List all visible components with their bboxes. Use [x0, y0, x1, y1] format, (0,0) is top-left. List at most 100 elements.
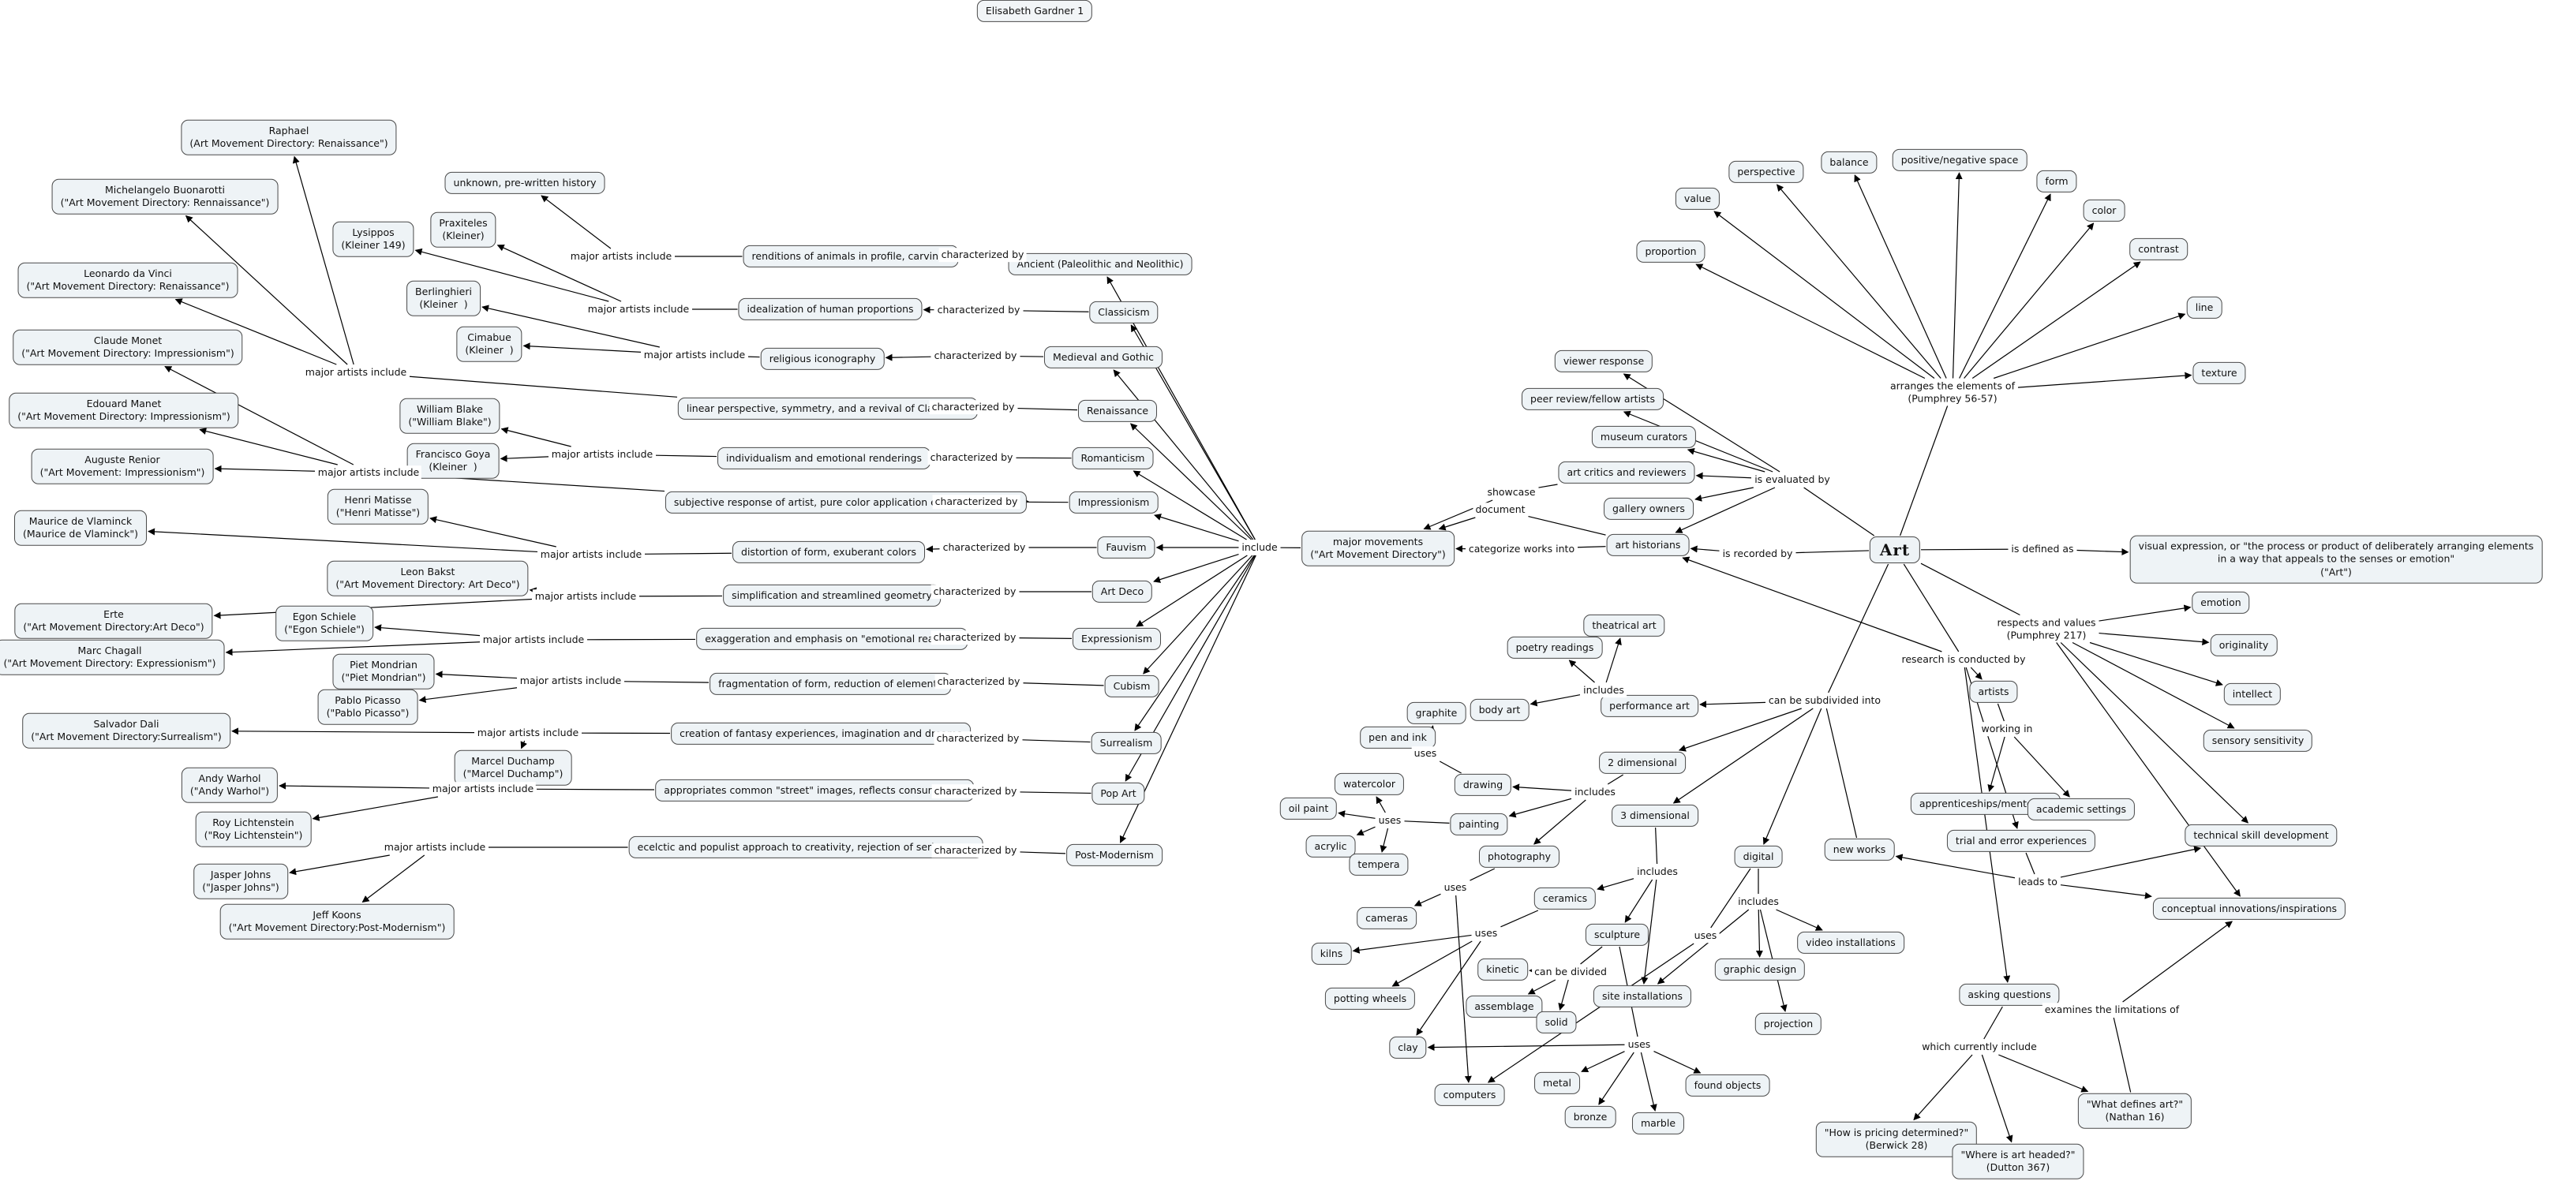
concept-technical-skill[interactable]: technical skill development: [2185, 824, 2338, 847]
concept-viewer-response[interactable]: viewer response: [1554, 349, 1653, 373]
concept-c-expressionism[interactable]: exaggeration and emphasis on "emotional …: [696, 627, 968, 651]
concept-blake[interactable]: William Blake ("William Blake"): [399, 398, 500, 434]
concept-vlaminck[interactable]: Maurice de Vlaminck (Maurice de Vlaminck…: [14, 510, 147, 546]
concept-drawing[interactable]: drawing: [1454, 773, 1512, 797]
concept-cameras[interactable]: cameras: [1357, 906, 1417, 930]
concept-warhol[interactable]: Andy Warhol ("Andy Warhol"): [181, 767, 279, 803]
concept-line[interactable]: line: [2186, 296, 2222, 320]
concept-proportion[interactable]: proportion: [1636, 240, 1705, 263]
concept-balance[interactable]: balance: [1821, 151, 1878, 174]
concept-art-deco[interactable]: Art Deco: [1091, 580, 1153, 604]
concept-cubism[interactable]: Cubism: [1104, 675, 1159, 698]
concept-cimabue[interactable]: Cimabue (Kleiner ): [456, 326, 522, 362]
concept-dali[interactable]: Salvador Dali ("Art Movement Directory:S…: [22, 712, 230, 749]
concept-tempera[interactable]: tempera: [1349, 853, 1409, 876]
concept-what-defines[interactable]: "What defines art?" (Nathan 16): [2077, 1093, 2192, 1129]
concept-asking-questions[interactable]: asking questions: [1959, 983, 2060, 1007]
concept-originality[interactable]: originality: [2210, 633, 2278, 657]
root-concept-root[interactable]: Art: [1869, 536, 1921, 563]
concept-renior[interactable]: Auguste Renior ("Art Movement: Impressio…: [31, 448, 214, 484]
concept-conceptual-innovations[interactable]: conceptual innovations/inspirations: [2152, 897, 2346, 921]
concept-solid[interactable]: solid: [1536, 1011, 1577, 1034]
concept-kilns[interactable]: kilns: [1311, 942, 1352, 966]
concept-site-installations[interactable]: site installations: [1593, 985, 1692, 1008]
concept-renaissance[interactable]: Renaissance: [1077, 399, 1158, 423]
concept-assemblage[interactable]: assemblage: [1466, 995, 1543, 1018]
concept-contrast[interactable]: contrast: [2129, 237, 2188, 261]
concept-digital[interactable]: digital: [1734, 845, 1783, 869]
concept-c-art-deco[interactable]: simplification and streamlined geometry: [723, 584, 941, 607]
concept-art-def[interactable]: visual expression, or "the process or pr…: [2129, 535, 2543, 584]
concept-painting[interactable]: painting: [1450, 813, 1508, 836]
concept-lichtenstein[interactable]: Roy Lichtenstein ("Roy Lichtenstein"): [195, 811, 312, 847]
concept-two-dim[interactable]: 2 dimensional: [1599, 751, 1686, 775]
concept-post-modernism[interactable]: Post-Modernism: [1066, 843, 1163, 867]
concept-art-historians[interactable]: art historians: [1606, 533, 1690, 557]
concept-goya[interactable]: Francisco Goya (Kleiner ): [406, 443, 500, 479]
concept-fauvism[interactable]: Fauvism: [1097, 536, 1155, 559]
concept-new-works[interactable]: new works: [1824, 838, 1895, 861]
concept-koons[interactable]: Jeff Koons ("Art Movement Directory:Post…: [219, 903, 455, 940]
concept-sensory-sensitivity[interactable]: sensory sensitivity: [2203, 729, 2313, 753]
concept-found-objects[interactable]: found objects: [1685, 1074, 1770, 1097]
concept-where-headed[interactable]: "Where is art headed?" (Dutton 367): [1952, 1143, 2084, 1179]
concept-medieval[interactable]: Medieval and Gothic: [1043, 346, 1163, 369]
concept-classicism[interactable]: Classicism: [1089, 301, 1159, 324]
concept-kinetic[interactable]: kinetic: [1477, 958, 1528, 981]
concept-surrealism[interactable]: Surrealism: [1091, 731, 1162, 755]
concept-projection[interactable]: projection: [1754, 1012, 1822, 1036]
concept-matisse[interactable]: Henri Matisse ("Henri Matisse"): [327, 488, 429, 525]
concept-c-medieval[interactable]: religious iconography: [760, 347, 885, 371]
concept-marble[interactable]: marble: [1631, 1112, 1685, 1135]
concept-metal[interactable]: metal: [1534, 1071, 1580, 1095]
concept-lysippos[interactable]: Lysippos (Kleiner 149): [332, 221, 414, 257]
concept-raphael[interactable]: Raphael (Art Movement Directory: Renaiss…: [181, 119, 397, 155]
concept-manet[interactable]: Edouard Manet ("Art Movement Directory: …: [9, 392, 239, 428]
concept-berlinghieri[interactable]: Berlinghieri (Kleiner ): [406, 280, 481, 316]
concept-trial-error[interactable]: trial and error experiences: [1946, 829, 2096, 853]
concept-c-romanticism[interactable]: individualism and emotional renderings: [717, 447, 930, 470]
concept-theatrical-art[interactable]: theatrical art: [1583, 614, 1665, 637]
concept-emotion[interactable]: emotion: [2192, 591, 2250, 615]
concept-c-classicism[interactable]: idealization of human proportions: [738, 297, 923, 321]
concept-pop-art[interactable]: Pop Art: [1091, 782, 1145, 805]
concept-bronze[interactable]: bronze: [1564, 1105, 1616, 1129]
concept-color[interactable]: color: [2083, 199, 2125, 222]
concept-expressionism[interactable]: Expressionism: [1072, 627, 1162, 651]
concept-mondrian[interactable]: Piet Mondrian ("Piet Mondrian"): [332, 653, 435, 690]
concept-performance-art[interactable]: performance art: [1601, 694, 1698, 718]
concept-praxiteles[interactable]: Praxiteles (Kleiner): [430, 211, 496, 248]
concept-potting-wheels[interactable]: potting wheels: [1324, 987, 1416, 1011]
concept-poetry-readings[interactable]: poetry readings: [1507, 636, 1603, 660]
concept-unknown-prewritten[interactable]: unknown, pre-written history: [444, 171, 605, 195]
concept-c-cubism[interactable]: fragmentation of form, reduction of elem…: [710, 672, 951, 696]
concept-gallery-owners[interactable]: gallery owners: [1604, 497, 1694, 521]
concept-academic-settings[interactable]: academic settings: [2027, 798, 2136, 821]
concept-c-surrealism[interactable]: creation of fantasy experiences, imagina…: [671, 722, 971, 746]
concept-major-movements[interactable]: major movements ("Art Movement Directory…: [1301, 530, 1455, 566]
concept-photography[interactable]: photography: [1478, 845, 1560, 869]
concept-watercolor[interactable]: watercolor: [1334, 772, 1405, 796]
concept-oil-paint[interactable]: oil paint: [1279, 797, 1338, 820]
concept-sculpture[interactable]: sculpture: [1585, 923, 1649, 947]
concept-c-fauvism[interactable]: distortion of form, exuberant colors: [732, 540, 925, 564]
concept-duchamp[interactable]: Marcel Duchamp ("Marcel Duchamp"): [454, 749, 572, 786]
concept-graphic-design[interactable]: graphic design: [1714, 958, 1806, 981]
concept-schiele[interactable]: Egon Schiele ("Egon Schiele"): [275, 605, 373, 641]
concept-art-critics[interactable]: art critics and reviewers: [1558, 461, 1695, 484]
concept-graphite[interactable]: graphite: [1406, 701, 1466, 725]
concept-johns[interactable]: Jasper Johns ("Jasper Johns"): [193, 863, 288, 899]
concept-video-installations[interactable]: video installations: [1797, 931, 1904, 955]
concept-monet[interactable]: Claude Monet ("Art Movement Directory: I…: [13, 329, 243, 365]
concept-ancient[interactable]: Ancient (Paleolithic and Neolithic): [1008, 252, 1193, 276]
concept-pricing[interactable]: "How is pricing determined?" (Berwick 28…: [1815, 1121, 1978, 1157]
concept-body-art[interactable]: body art: [1470, 698, 1530, 722]
concept-form[interactable]: form: [2036, 170, 2077, 193]
concept-texture[interactable]: texture: [2192, 361, 2246, 385]
concept-museum-curators[interactable]: museum curators: [1591, 425, 1697, 449]
concept-michelangelo[interactable]: Michelangelo Buonarotti ("Art Movement D…: [51, 178, 279, 215]
concept-perspective[interactable]: perspective: [1728, 160, 1804, 184]
map-title-title[interactable]: Elisabeth Gardner 1: [976, 0, 1093, 23]
concept-romanticism[interactable]: Romanticism: [1072, 447, 1154, 470]
concept-computers[interactable]: computers: [1434, 1083, 1505, 1107]
